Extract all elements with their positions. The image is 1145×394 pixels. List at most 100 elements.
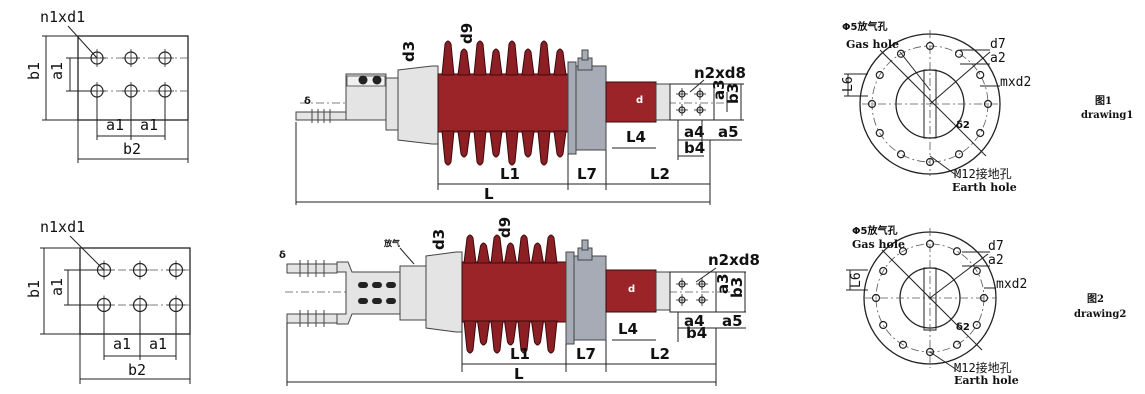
hole-symbol [696,294,708,306]
dim-mxd2: mxd2 [1000,75,1031,90]
bushing-drawing-bottom: δ 放气 d n2xd8 a3 b3 a4 b4 a5 L4 d3 d9 [279,217,760,386]
bolt-hole [896,49,906,58]
dim-a5: a5 [718,123,739,141]
dim-a1-left: a1 [106,116,124,134]
mounting-flange [573,255,607,341]
bolt-hole [925,41,935,51]
top-head [605,81,657,123]
shed-lower [441,130,455,166]
hole-callout: n1xd1 [40,218,85,236]
dim-b2: b2 [123,140,141,158]
plate-outline [79,247,191,335]
hole-symbol [694,88,706,100]
figure-label-cn: 图2 [1087,293,1104,305]
bottom-terminal-body [336,261,401,325]
shed-upper [441,40,455,76]
shed-upper [490,234,504,264]
bottom-terminal-blade-lower [286,313,338,324]
bolt-hole [976,128,985,138]
dim-a2: a2 [988,253,1004,268]
insulator-core [437,73,569,133]
callout-n2xd8: n2xd8 [708,251,760,269]
shed-upper [473,40,487,76]
dim-b1: b1 [25,62,43,80]
dim-L7: L7 [576,345,596,363]
dim-a1-left: a1 [113,335,131,353]
figure-label-en: drawing1 [1081,110,1133,121]
dim-L4: L4 [618,320,638,338]
shed-upper [457,48,471,76]
shed-lower [544,320,558,354]
insulator-core [461,261,567,323]
shed-upper [503,242,518,264]
bolt-hole [954,49,964,58]
dim-b4: b4 [684,139,705,157]
shed-lower [476,320,491,346]
dim-a5: a5 [722,312,743,330]
shed-lower [490,320,504,354]
insulator-sheds [463,234,558,354]
bolt-holes [871,239,989,357]
dim-a1-vertical: a1 [48,62,66,80]
hole-symbol [676,278,688,290]
shed-upper [530,242,545,264]
dim-L1: L1 [510,345,530,363]
shed-upper [537,40,551,76]
hole-symbol [676,104,688,116]
dim-L6: L6 [841,76,856,92]
callout-n2xd8: n2xd8 [694,64,746,82]
dim-L7: L7 [577,165,597,183]
gas-note: 放气 [383,238,400,248]
dim-b1: b1 [25,280,43,298]
dim-d7: d7 [990,37,1006,52]
dim-L: L [514,365,524,383]
d-tag: d [628,284,635,295]
bolt-hole [979,293,989,303]
dim-d9: d9 [496,217,514,238]
dim-L4: L4 [626,128,646,146]
bushing-drawing-top: δ d n2xd8 a3 b3 a4 a5 b4 L4 [295,23,746,205]
dim-L1: L1 [500,165,520,183]
figure-label-cn: 图1 [1095,95,1112,107]
hole-symbol [130,260,150,280]
shed-lower [537,130,551,166]
dim-delta2: δ2 [956,322,970,333]
dim-b3: b3 [728,277,746,298]
shed-upper [553,48,567,76]
bolt-hole [871,293,881,303]
terminal-plate-bottom: b1 a1 a1 a1 b2 n1xd1 [25,218,192,384]
earth-hole-label-cn: M12接地孔 [954,360,1012,375]
shed-upper [463,234,477,264]
shed-lower [503,320,518,346]
dim-L6: L6 [849,272,864,288]
bolt-hole [976,70,985,80]
insulator-sheds [441,40,567,166]
hole-symbol [166,260,186,280]
dim-d7: d7 [988,239,1004,254]
hole-callout: n1xd1 [40,8,85,26]
d-tag: d [636,95,643,106]
bolt-hole [972,266,981,276]
hole-symbol [676,88,688,100]
shed-lower [489,130,503,158]
shed-lower [473,130,487,166]
bolt-hole [952,247,962,256]
shed-upper [505,40,519,76]
dim-a4: a4 [684,123,705,141]
bolt-hole [879,320,888,330]
dim-b3: b3 [724,83,742,104]
dim-a3: a3 [710,79,728,100]
earth-hole-label-en: Earth hole [952,181,1017,194]
bolt-hole [925,157,935,167]
shed-upper [521,48,535,76]
shed-lower [521,130,535,158]
bottom-terminal-blade-upper [286,263,338,274]
dim-a2: a2 [990,51,1006,66]
shed-lower [530,320,545,346]
shed-lower [463,320,477,354]
bolt-hole [875,128,884,138]
dim-delta2: δ2 [956,120,970,131]
bolt-hole [875,70,884,80]
dim-delta: δ [279,250,286,261]
